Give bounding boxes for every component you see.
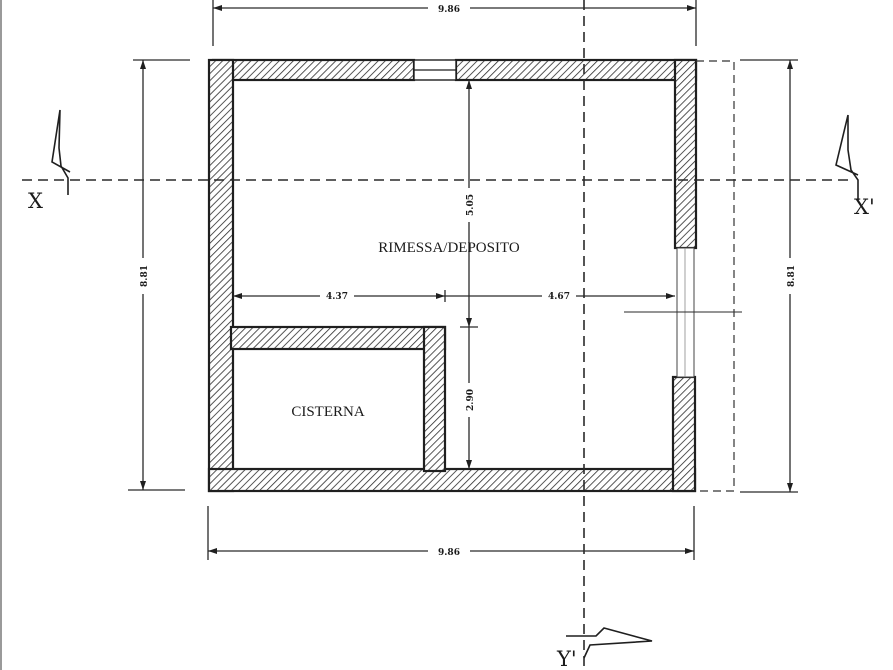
dimension-inner-horizontal: 4.37 4.67: [233, 290, 675, 302]
dimension-right-label: 8.81: [787, 265, 797, 287]
wall-top-right: [454, 58, 698, 82]
section-marker-y: [566, 627, 653, 659]
section-marker-x-right: [835, 114, 859, 200]
wall-right-lower: [671, 375, 697, 493]
dimension-bottom: 9.86: [207, 506, 695, 560]
dimension-left: 8.81: [128, 59, 190, 491]
section-label-x-right: X': [854, 195, 875, 219]
room-label-main: RIMESSA/DEPOSITO: [378, 240, 520, 256]
wall-bottom: [207, 467, 697, 493]
door-right: [624, 247, 742, 378]
dimension-inner-upper-label: 5.05: [466, 194, 476, 216]
dimension-top-label: 9.86: [438, 5, 460, 15]
dimension-bottom-label: 9.86: [438, 548, 460, 558]
section-label-y: Y': [556, 647, 577, 670]
dimension-inner-left-label: 4.37: [326, 292, 348, 302]
section-marker-x-left: [51, 109, 71, 195]
section-label-x-left: X: [28, 189, 43, 213]
room-label-cistern: CISTERNA: [291, 404, 365, 420]
dimension-right: 8.81: [740, 59, 798, 493]
wall-left: [207, 58, 235, 493]
dimension-inner-right-label: 4.67: [548, 292, 570, 302]
wall-right-upper: [673, 58, 698, 250]
projection-outline: [696, 60, 735, 492]
dimension-inner-lower-label: 2.90: [466, 389, 476, 411]
dimension-left-label: 8.81: [140, 265, 150, 287]
wall-cistern-top: [229, 325, 447, 351]
window-top: [413, 59, 457, 81]
dimension-top: 9.86: [212, 0, 697, 46]
wall-cistern-right: [422, 325, 447, 473]
wall-top-left: [211, 58, 416, 82]
dimension-inner-vertical: 5.05 2.90: [460, 80, 478, 469]
walls: [207, 58, 698, 493]
